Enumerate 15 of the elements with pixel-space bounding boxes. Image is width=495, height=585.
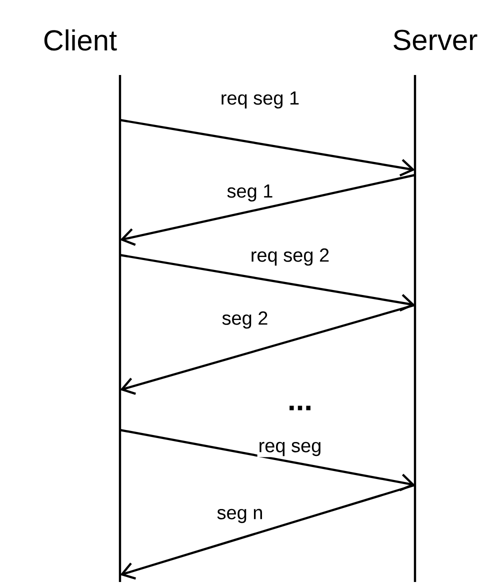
arrow <box>120 304 416 395</box>
arrow <box>120 428 415 492</box>
edge-label: req seg <box>257 440 323 458</box>
participant-label: Server <box>394 30 478 50</box>
ellipsis: ... <box>290 406 310 410</box>
arrow <box>120 484 416 580</box>
edge-label: req seg 2 <box>249 247 331 267</box>
participant-label: Client <box>44 29 117 51</box>
arrow <box>120 118 415 177</box>
edge-label: seg 1 <box>226 183 274 202</box>
edge-label: seg 2 <box>220 310 270 330</box>
arrow <box>120 254 415 312</box>
edge-label: req seg 1 <box>219 90 301 110</box>
edge-label: seg n <box>216 508 264 524</box>
arrow <box>120 174 416 246</box>
